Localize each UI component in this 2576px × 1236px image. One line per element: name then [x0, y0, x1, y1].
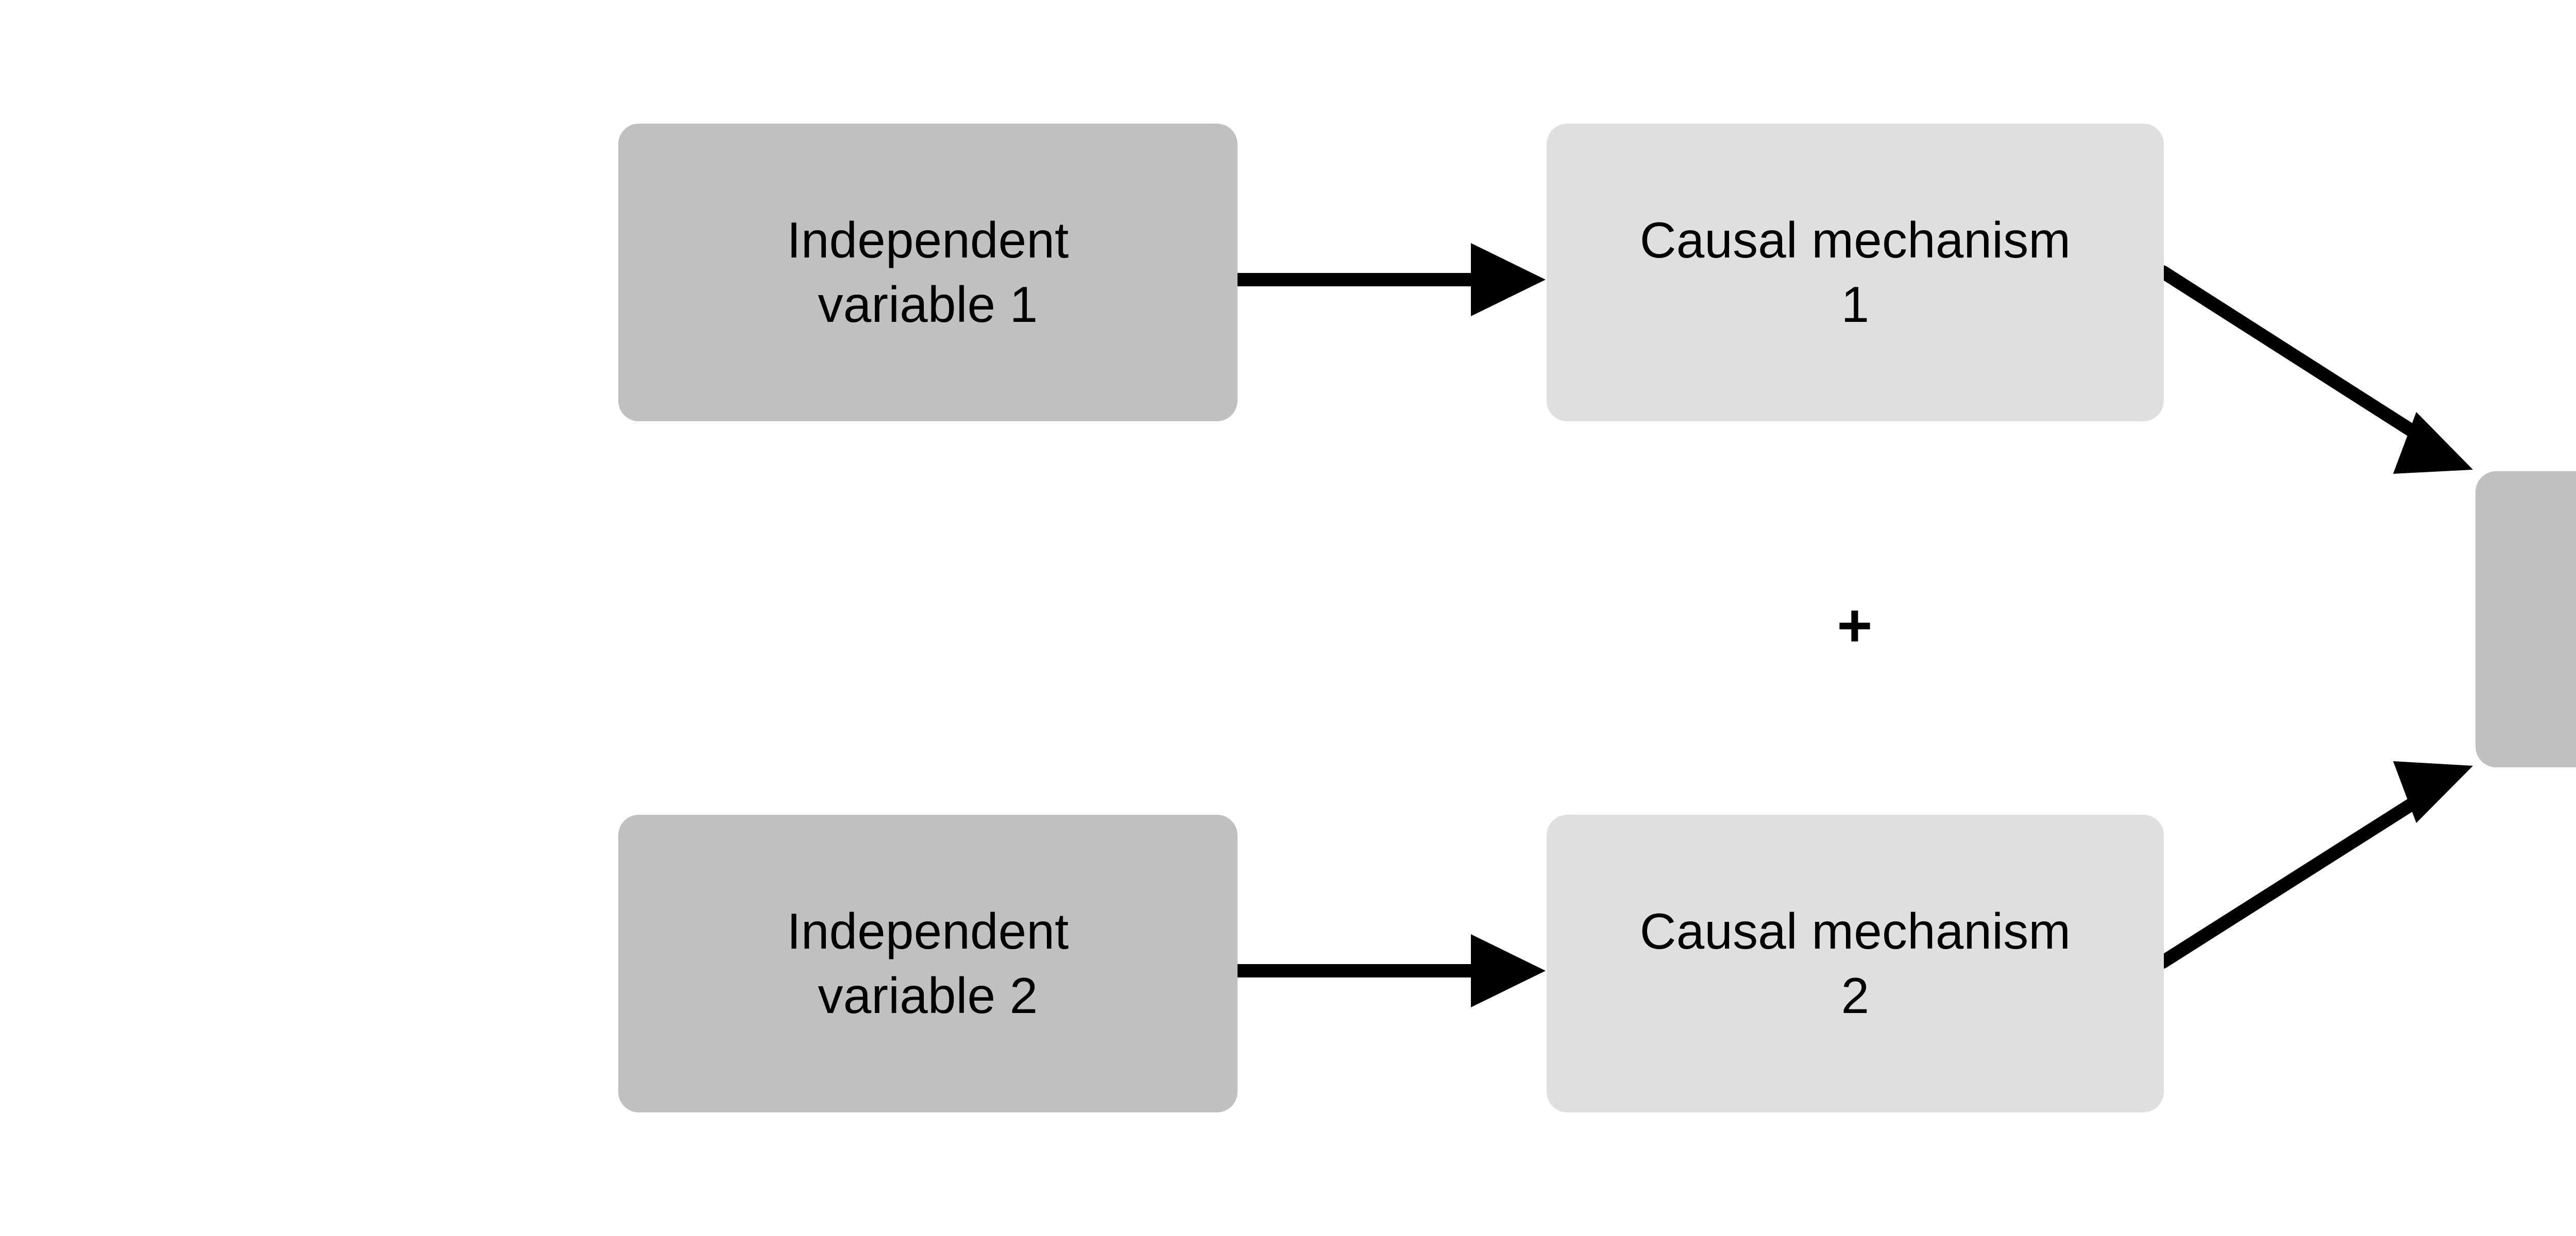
node-independent-variable-1-label: Independent variable 1 — [787, 211, 1069, 333]
node-independent-variable-2[interactable]: Independent variable 2 — [618, 815, 1238, 1112]
edge-iv2-to-cm2 — [1231, 934, 1546, 1007]
edge-cm2-to-dv — [2156, 761, 2473, 969]
node-causal-mechanism-2-label: Causal mechanism 2 — [1639, 902, 2071, 1024]
plus-operator-symbol: + — [1837, 592, 1873, 660]
edge-iv2-to-cm2-arrowhead — [1471, 934, 1546, 1007]
edge-cm1-to-dv-arrowhead — [2393, 412, 2473, 474]
node-causal-mechanism-1-label: Causal mechanism 1 — [1639, 211, 2071, 333]
node-independent-variable-1[interactable]: Independent variable 1 — [618, 124, 1238, 421]
edge-cm1-to-dv — [2156, 265, 2473, 474]
edge-iv1-to-cm1 — [1231, 243, 1546, 316]
edge-cm2-to-dv-line — [2156, 787, 2434, 969]
node-causal-mechanism-2[interactable]: Causal mechanism 2 — [1547, 815, 2164, 1112]
node-causal-mechanism-1[interactable]: Causal mechanism 1 — [1547, 124, 2164, 421]
node-dependent-variable[interactable]: Dependent variable — [2476, 471, 2576, 767]
edge-cm2-to-dv-arrowhead — [2393, 761, 2473, 823]
edge-iv1-to-cm1-arrowhead — [1471, 243, 1546, 316]
edge-cm1-to-dv-line — [2156, 265, 2434, 448]
node-independent-variable-2-label: Independent variable 2 — [787, 902, 1069, 1024]
plus-operator-icon: + — [1793, 566, 1917, 685]
